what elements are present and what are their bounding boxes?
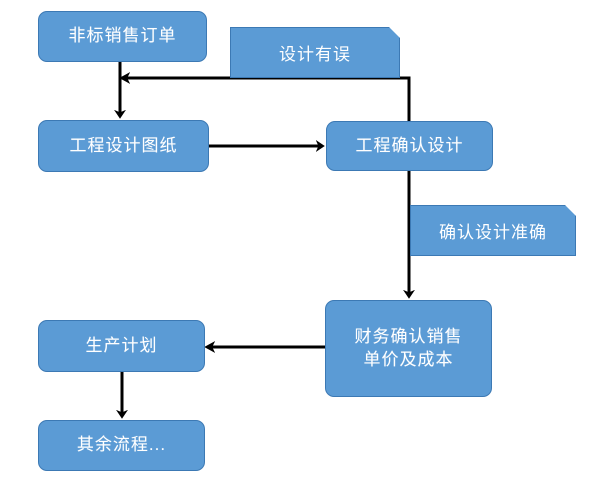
node-order[interactable]: 非标销售订单	[38, 11, 207, 62]
node-rest-label: 其余流程...	[76, 435, 167, 455]
node-drawing[interactable]: 工程设计图纸	[38, 120, 209, 172]
node-rest[interactable]: 其余流程...	[38, 420, 205, 471]
edge-label-design-error[interactable]: 设计有误	[230, 27, 400, 78]
edge-label-design-correct[interactable]: 确认设计准确	[410, 205, 576, 256]
node-confirm[interactable]: 工程确认设计	[326, 121, 493, 171]
node-finance-label: 财务确认销售 单价及成本	[354, 327, 463, 369]
edge-label-design-correct-text: 确认设计准确	[439, 223, 547, 242]
edge-confirm-to-drawing	[119, 72, 411, 121]
node-confirm-label: 工程确认设计	[355, 135, 464, 155]
node-finance[interactable]: 财务确认销售 单价及成本	[325, 300, 492, 397]
node-order-label: 非标销售订单	[68, 26, 177, 46]
edge-label-design-error-text: 设计有误	[279, 45, 351, 64]
node-drawing-label: 工程设计图纸	[69, 135, 178, 155]
node-plan[interactable]: 生产计划	[38, 320, 205, 372]
node-plan-label: 生产计划	[85, 335, 158, 355]
